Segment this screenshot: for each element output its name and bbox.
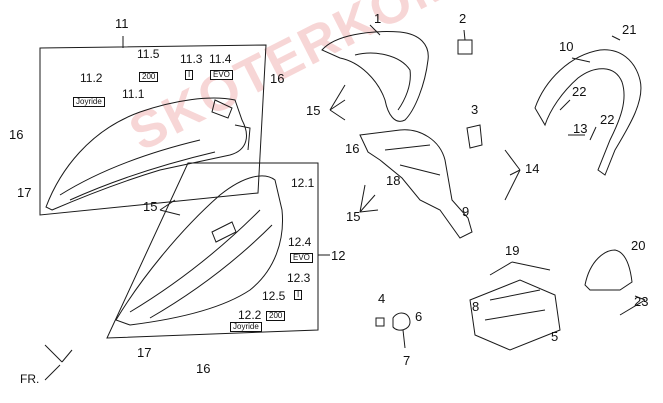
callout-22-a: 22 <box>572 84 587 99</box>
badge-11-5: 200 <box>139 72 159 82</box>
callout-5: 5 <box>551 329 559 344</box>
callout-11-4: 11.4 <box>209 52 232 66</box>
cap-part-20 <box>584 249 633 291</box>
callout-17-a: 17 <box>17 185 32 200</box>
pad-part-3 <box>466 124 483 149</box>
callout-12: 12 <box>331 248 346 263</box>
callout-15-c: 15 <box>143 199 158 214</box>
rear-carrier <box>534 49 642 176</box>
badge-11-4: EVO <box>210 70 233 80</box>
callout-14: 14 <box>525 161 540 176</box>
front-direction-label: FR. <box>20 372 40 386</box>
callout-21: 21 <box>622 22 637 37</box>
nut-part-4 <box>375 317 385 327</box>
callout-3: 3 <box>471 102 479 117</box>
callout-11: 11 <box>115 16 129 31</box>
callout-15-b: 15 <box>346 209 361 224</box>
callout-2: 2 <box>459 11 467 26</box>
callout-18: 18 <box>386 173 401 188</box>
callout-16-a: 16 <box>270 71 285 86</box>
callout-16-b: 16 <box>345 141 360 156</box>
rear-center-cover <box>321 31 429 122</box>
callout-12-5: 12.5 <box>262 289 286 303</box>
callout-22-b: 22 <box>600 112 615 127</box>
callout-13: 13 <box>573 121 588 136</box>
callout-8: 8 <box>472 299 480 314</box>
callout-12-4: 12.4 <box>288 235 312 249</box>
callout-15-a: 15 <box>306 103 321 118</box>
callout-11-1: 11.1 <box>122 87 145 101</box>
callout-16-d: 16 <box>196 361 211 376</box>
badge-12-3: I <box>294 290 303 300</box>
callout-11-2: 11.2 <box>80 71 103 85</box>
knob-part-6 <box>392 312 411 331</box>
callout-9: 9 <box>462 204 470 219</box>
callout-12-3: 12.3 <box>287 271 311 285</box>
callout-17-b: 17 <box>137 345 152 360</box>
callout-19: 19 <box>505 243 520 258</box>
callout-12-1: 12.1 <box>291 176 315 190</box>
frame-11 <box>39 44 267 216</box>
callout-4: 4 <box>378 291 386 306</box>
callout-1: 1 <box>374 11 382 26</box>
frame-12 <box>106 162 319 339</box>
badge-12-4: EVO <box>290 253 313 263</box>
callout-23: 23 <box>634 294 649 309</box>
callout-6: 6 <box>415 309 423 324</box>
callout-16-c: 16 <box>9 127 24 142</box>
callout-10: 10 <box>559 39 574 54</box>
badge-12-2: Joyride <box>230 322 262 332</box>
callout-11-5: 11.5 <box>137 47 160 61</box>
callout-7: 7 <box>403 353 411 368</box>
callout-20: 20 <box>631 238 646 253</box>
badge-12-5: 200 <box>266 311 286 321</box>
rear-frame-bracket <box>359 129 473 239</box>
badge-11-3: I <box>185 70 194 80</box>
bracket-part-5 <box>469 279 561 351</box>
side-cover-left <box>45 97 247 211</box>
callout-11-3: 11.3 <box>180 52 203 66</box>
clip-part-2 <box>457 39 473 55</box>
callout-12-2: 12.2 <box>238 308 262 322</box>
side-cover-right <box>115 175 284 326</box>
badge-11-2: Joyride <box>73 97 105 107</box>
